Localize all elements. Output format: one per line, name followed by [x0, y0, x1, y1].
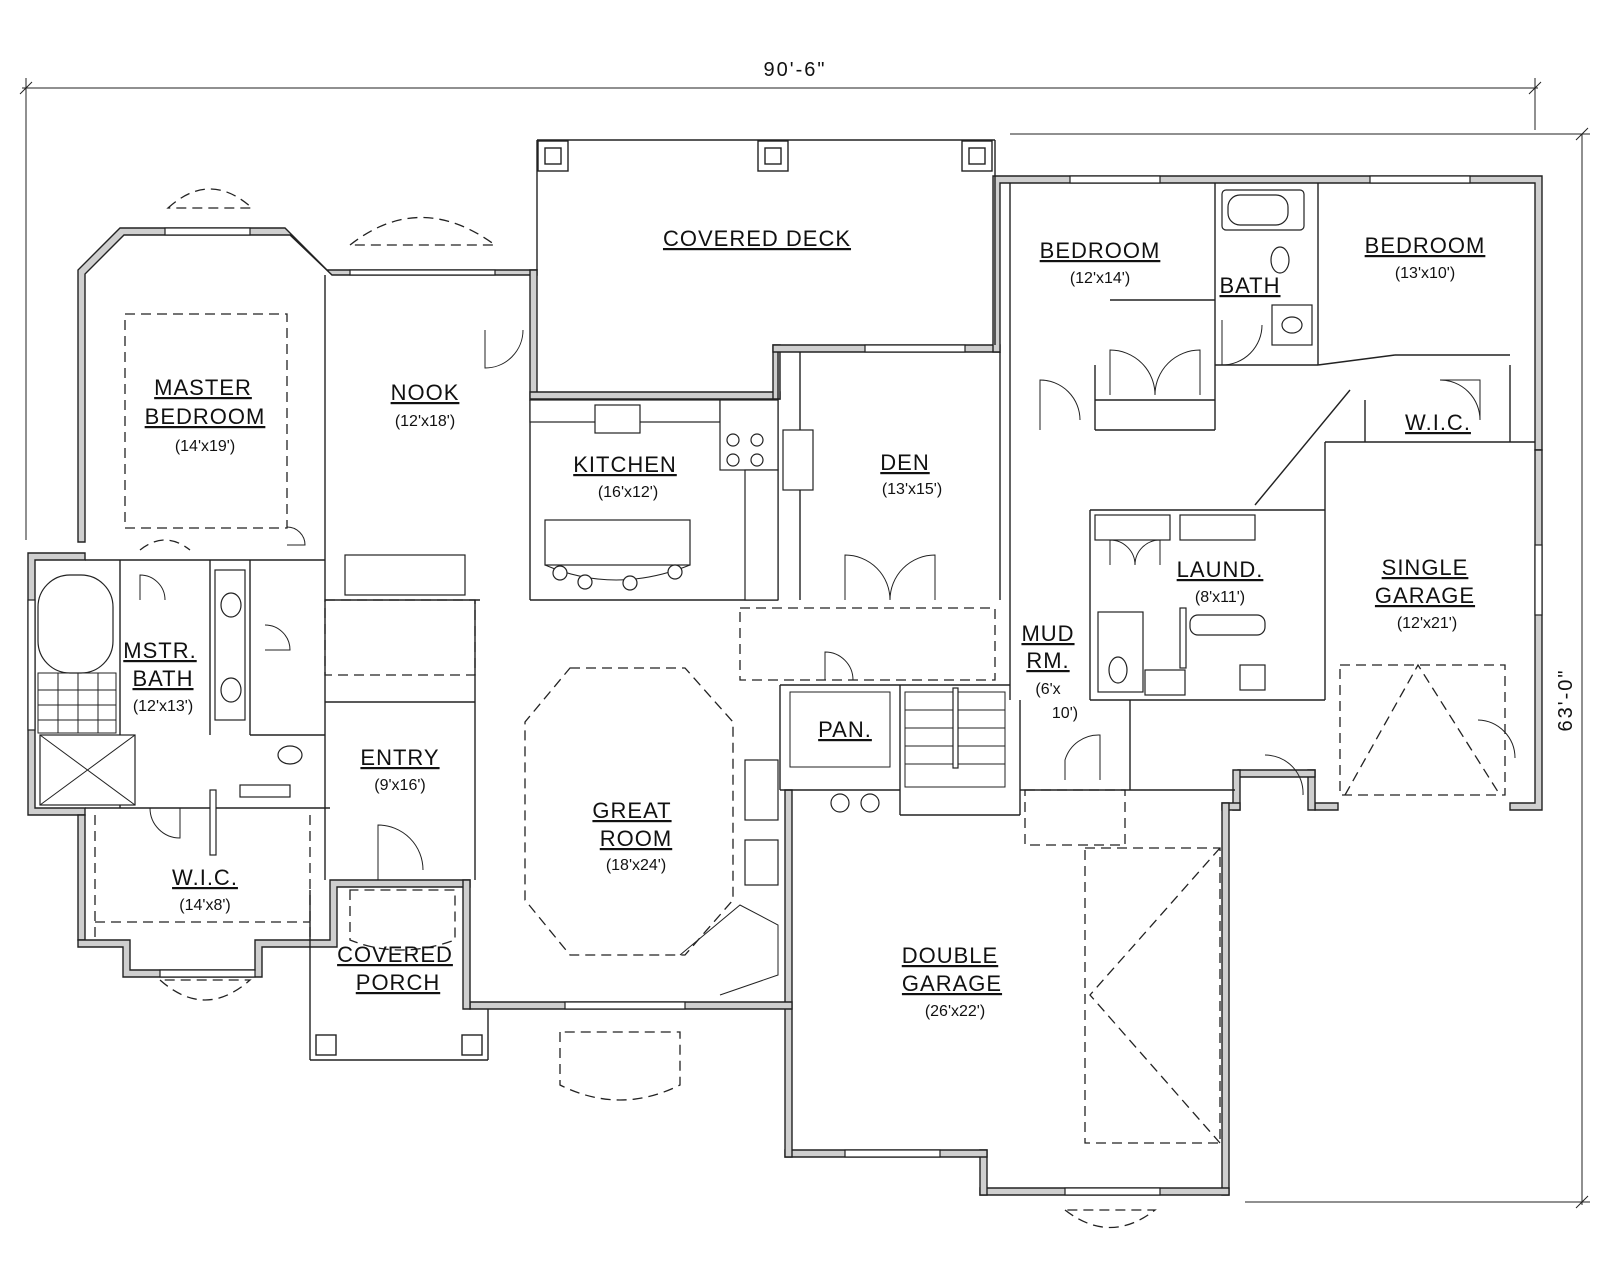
nook-size: (12'x18')	[395, 413, 455, 430]
hall	[739, 607, 996, 681]
laundry: LAUND. (8'x11')	[1094, 514, 1266, 696]
bedroom-3-size: (13'x10')	[1395, 265, 1455, 282]
great-room-label-line1: GREAT	[592, 798, 671, 823]
upper-wic-label: W.I.C.	[1405, 410, 1471, 435]
double-garage: DOUBLE GARAGE (26'x22')	[902, 847, 1221, 1144]
upper-wic: W.I.C.	[1405, 410, 1471, 435]
master-bedroom-label-line1: MASTER	[154, 375, 252, 400]
great-room-size: (18'x24')	[606, 857, 666, 874]
mud-room-size-line2: 10')	[1052, 705, 1078, 722]
mud-room-size-line1: (6'x	[1035, 681, 1060, 698]
double-garage-size: (26'x22')	[925, 1003, 985, 1020]
great-room-label-line2: ROOM	[600, 826, 672, 851]
master-wic-label: W.I.C.	[172, 865, 238, 890]
covered-porch: COVERED PORCH	[309, 889, 489, 1061]
den-label: DEN	[880, 450, 929, 475]
covered-porch-label-line2: PORCH	[356, 970, 440, 995]
kitchen-label: KITCHEN	[573, 452, 677, 477]
master-wic-size: (14'x8')	[179, 897, 230, 914]
kitchen: KITCHEN (16'x12')	[529, 399, 779, 601]
exterior-lights	[139, 188, 1157, 1229]
pantry-label: PAN.	[818, 717, 872, 742]
bedroom-3: BEDROOM (13'x10')	[1365, 233, 1486, 421]
entry-size: (9'x16')	[374, 777, 425, 794]
master-bedroom-size: (14'x19')	[175, 438, 235, 455]
mud-room-label-line1: MUD	[1021, 621, 1074, 646]
master-bath: MSTR. BATH (12'x13')	[37, 569, 303, 806]
master-bath-label-line2: BATH	[132, 666, 193, 691]
kitchen-size: (16'x12')	[598, 484, 658, 501]
nook: NOOK (12'x18')	[391, 329, 524, 430]
interior-walls	[85, 183, 1535, 880]
bedroom-3-label: BEDROOM	[1365, 233, 1486, 258]
single-garage: SINGLE GARAGE (12'x21')	[1264, 555, 1516, 796]
mud-room-label-line2: RM.	[1026, 648, 1069, 673]
depth-dimension-label: 63'-0"	[1555, 669, 1577, 732]
entry-label: ENTRY	[360, 745, 439, 770]
double-garage-label-line1: DOUBLE	[902, 943, 998, 968]
depth-dimension: 63'-0"	[1010, 127, 1590, 1209]
master-wic: W.I.C. (14'x8')	[94, 789, 311, 940]
master-bath-label-line1: MSTR.	[123, 638, 196, 663]
double-garage-fixtures	[830, 793, 880, 813]
master-bedroom: MASTER BEDROOM (14'x19')	[124, 313, 306, 546]
single-garage-label-line1: SINGLE	[1382, 555, 1469, 580]
bedroom-2-label: BEDROOM	[1040, 238, 1161, 263]
master-bedroom-label-line2: BEDROOM	[145, 404, 266, 429]
bedroom-2: BEDROOM (12'x14')	[1039, 238, 1201, 430]
laundry-size: (8'x11')	[1195, 589, 1245, 606]
great-room: GREAT ROOM (18'x24')	[524, 667, 779, 996]
width-dimension-label: 90'-6"	[764, 59, 827, 81]
covered-deck-label: COVERED DECK	[663, 226, 851, 251]
laundry-label: LAUND.	[1177, 557, 1264, 582]
mud-room: MUD RM. (6'x 10')	[1021, 621, 1126, 846]
width-dimension: 90'-6"	[19, 59, 1542, 540]
hall-bath-label: BATH	[1219, 273, 1280, 298]
single-garage-label-line2: GARAGE	[1375, 583, 1475, 608]
covered-porch-label-line1: COVERED	[337, 942, 453, 967]
pantry: PAN.	[789, 691, 891, 768]
stairs	[904, 687, 1006, 788]
double-garage-label-line2: GARAGE	[902, 971, 1002, 996]
entry: ENTRY (9'x16')	[324, 554, 476, 880]
single-garage-size: (12'x21')	[1397, 615, 1457, 632]
hall-bath: BATH	[1219, 189, 1313, 366]
windows	[27, 175, 1543, 1196]
nook-label: NOOK	[391, 380, 460, 405]
den: DEN (13'x15')	[782, 429, 942, 601]
bedroom-2-size: (12'x14')	[1070, 270, 1130, 287]
den-size: (13'x15')	[882, 481, 942, 498]
master-bath-size: (12'x13')	[133, 698, 193, 715]
covered-deck: COVERED DECK	[536, 139, 996, 345]
